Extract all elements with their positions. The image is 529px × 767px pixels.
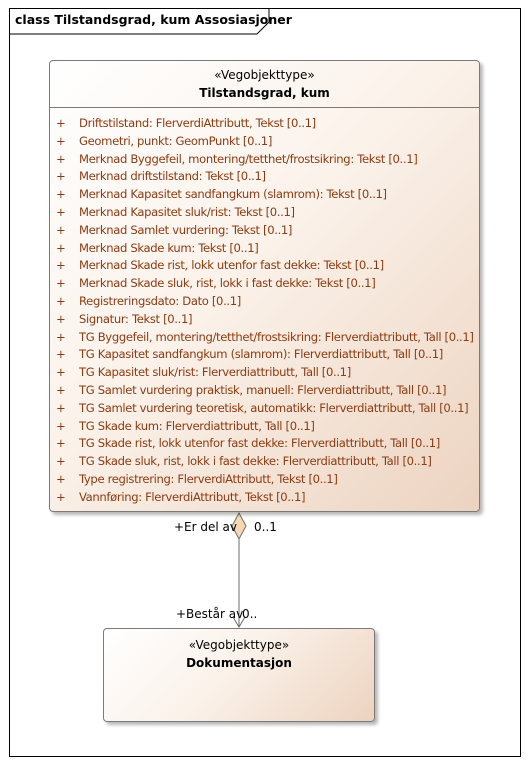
attribute-row[interactable]: + Merknad Samlet vurdering: Tekst [0..1] <box>50 222 479 240</box>
attribute-visibility: + <box>56 187 66 202</box>
attribute-row[interactable]: + Merknad Skade sluk, rist, lokk i fast d… <box>50 275 479 293</box>
attribute-visibility: + <box>56 204 66 219</box>
class-tilstandsgrad-kum[interactable]: «Vegobjekttype» Tilstandsgrad, kum + Drif… <box>49 60 480 512</box>
attribute-row[interactable]: + Type registrering: FlerverdiAttributt, … <box>50 471 479 489</box>
navigability-arrowhead <box>232 616 246 628</box>
class-dokumentasjon[interactable]: «Vegobjekttype» Dokumentasjon <box>103 628 375 722</box>
attribute-text: Vannføring: FlerverdiAttributt, Tekst [0… <box>79 489 306 504</box>
attribute-text: Type registrering: FlerverdiAttributt, T… <box>79 471 338 486</box>
class-name: Dokumentasjon <box>186 656 292 670</box>
attribute-row[interactable]: + Merknad Skade kum: Tekst [0..1] <box>50 240 479 258</box>
attribute-text: TG Samlet vurdering praktisk, manuell: F… <box>79 382 447 397</box>
attribute-visibility: + <box>56 222 66 237</box>
attribute-text: Merknad Skade rist, lokk utenfor fast de… <box>79 258 384 273</box>
attribute-text: Driftstilstand: FlerverdiAttributt, Teks… <box>79 116 316 130</box>
attribute-row[interactable]: + Registreringsdato: Dato [0..1] <box>50 293 479 311</box>
attribute-text: Registreringsdato: Dato [0..1] <box>79 293 241 308</box>
attribute-visibility: + <box>56 276 66 291</box>
attribute-text: Merknad driftstilstand: Tekst [0..1] <box>79 169 266 184</box>
attribute-text: Merknad Skade kum: Tekst [0..1] <box>79 240 259 255</box>
attribute-text: TG Skade rist, lokk utenfor fast dekke: … <box>79 436 440 451</box>
attribute-row[interactable]: + Merknad driftstilstand: Tekst [0..1] <box>50 168 479 186</box>
attribute-visibility: + <box>56 471 66 486</box>
frame-title-tab <box>9 8 270 35</box>
attribute-text: Merknad Byggefeil, montering/tetthet/fro… <box>79 151 418 166</box>
attribute-text: TG Skade kum: Flerverdiattributt, Tall [… <box>79 418 315 433</box>
attribute-text: TG Samlet vurdering teoretisk, automatik… <box>79 400 469 415</box>
attribute-visibility: + <box>56 454 66 469</box>
attribute-visibility: + <box>56 489 66 504</box>
attribute-visibility: + <box>56 240 66 255</box>
attribute-row[interactable]: + Merknad Kapasitet sluk/rist: Tekst [0..… <box>50 204 479 222</box>
attribute-visibility: + <box>56 382 66 397</box>
attribute-row[interactable]: + TG Byggefeil, montering/tetthet/frostsi… <box>50 329 479 347</box>
attribute-row[interactable]: + TG Kapasitet sluk/rist: Flerverdiattrib… <box>50 364 479 382</box>
attribute-text: Signatur: Tekst [0..1] <box>79 311 193 326</box>
attribute-text: TG Byggefeil, montering/tetthet/frostsik… <box>79 329 474 344</box>
attribute-visibility: + <box>56 347 66 362</box>
attribute-visibility: + <box>56 365 66 380</box>
attribute-visibility: + <box>56 169 66 184</box>
attribute-text: Merknad Samlet vurdering: Tekst [0..1] <box>79 222 293 237</box>
attribute-row[interactable]: + Merknad Kapasitet sandfangkum (slamrom)… <box>50 186 479 204</box>
attribute-row[interactable]: + TG Skade kum: Flerverdiattributt, Tall … <box>50 418 479 436</box>
class-name: Tilstandsgrad, kum <box>199 86 330 100</box>
attribute-row[interactable]: + TG Skade rist, lokk utenfor fast dekke:… <box>50 435 479 453</box>
attribute-visibility: + <box>56 400 66 415</box>
attribute-visibility: + <box>56 258 66 273</box>
attribute-visibility: + <box>56 293 66 308</box>
attribute-text: TG Skade sluk, rist, lokk i fast dekke: … <box>79 454 432 469</box>
attribute-text: Merknad Kapasitet sandfangkum (slamrom):… <box>79 187 387 202</box>
diagram-frame <box>9 8 521 757</box>
attribute-row[interactable]: + TG Samlet vurdering teoretisk, automati… <box>50 400 479 418</box>
attribute-text: Geometri, punkt: GeomPunkt [0..1] <box>79 133 272 148</box>
class-stereotype: «Vegobjekttype» <box>188 638 290 652</box>
attribute-row[interactable]: + Vannføring: FlerverdiAttributt, Tekst [… <box>50 489 479 507</box>
attribute-row[interactable]: + TG Kapasitet sandfangkum (slamrom): Fle… <box>50 346 479 364</box>
attribute-text: Merknad Skade sluk, rist, lokk i fast de… <box>79 276 376 291</box>
attribute-row[interactable]: + Merknad Byggefeil, montering/tetthet/fr… <box>50 151 479 169</box>
class-stereotype: «Vegobjekttype» <box>214 68 315 82</box>
attribute-row[interactable]: + TG Skade sluk, rist, lokk i fast dekke:… <box>50 453 479 471</box>
aggregation-diamond <box>231 511 247 541</box>
target-role-label: +Består av <box>176 607 244 621</box>
attribute-visibility: + <box>56 436 66 451</box>
source-multiplicity-label: 0..1 <box>254 520 277 534</box>
source-role-label: +Er del av <box>174 520 237 534</box>
attribute-visibility: + <box>56 133 66 148</box>
attribute-text: TG Kapasitet sandfangkum (slamrom): Fler… <box>79 347 443 362</box>
attribute-row[interactable]: + TG Samlet vurdering praktisk, manuell: … <box>50 382 479 400</box>
attribute-row[interactable]: + Merknad Skade rist, lokk utenfor fast d… <box>50 257 479 275</box>
attribute-text: TG Kapasitet sluk/rist: Flerverdiattribu… <box>79 365 351 380</box>
attribute-visibility: + <box>56 329 66 344</box>
class-header-divider <box>50 107 479 108</box>
attribute-visibility: + <box>56 418 66 433</box>
attribute-row[interactable]: + Geometri, punkt: GeomPunkt [0..1] <box>50 133 479 151</box>
attribute-row[interactable]: + Driftstilstand: FlerverdiAttributt, Tek… <box>50 115 479 133</box>
attribute-text: Merknad Kapasitet sluk/rist: Tekst [0..1… <box>79 204 295 219</box>
attribute-row[interactable]: + Signatur: Tekst [0..1] <box>50 311 479 329</box>
attribute-visibility: + <box>56 151 66 166</box>
attribute-visibility: + <box>56 311 66 326</box>
frame-title: class Tilstandsgrad, kum Assosiasjoner <box>15 12 292 27</box>
target-multiplicity-label: 0.. <box>242 607 258 621</box>
attribute-list: + Driftstilstand: FlerverdiAttributt, Tek… <box>50 115 479 507</box>
attribute-visibility: + <box>56 116 66 130</box>
